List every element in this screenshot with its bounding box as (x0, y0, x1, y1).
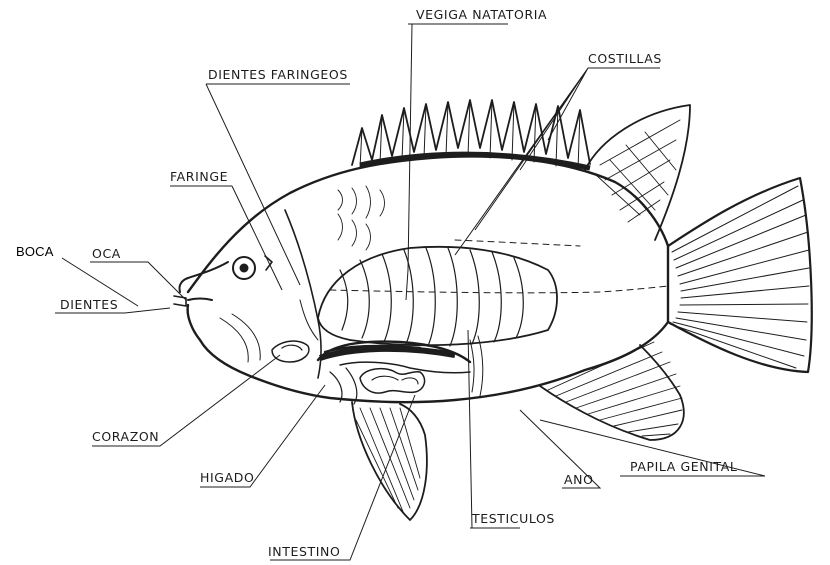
fish-body (174, 156, 668, 402)
swim-bladder (318, 247, 557, 346)
heart (272, 341, 309, 362)
label-boca: BOCA (16, 244, 54, 259)
label-intestino: INTESTINO (268, 544, 340, 559)
label-ano: ANO (564, 472, 594, 487)
caudal-fin (668, 178, 812, 372)
viscera (220, 300, 483, 404)
label-costillas: COSTILLAS (588, 51, 662, 66)
label-vegiga-natatoria: VEGIGA NATATORIA (416, 7, 547, 22)
label-faringe: FARINGE (170, 169, 228, 184)
label-dientes: DIENTES (60, 297, 118, 312)
label-corazon: CORAZON (92, 429, 159, 444)
label-dientes-faringeos: DIENTES FARINGEOS (208, 67, 348, 82)
label-testiculos: TESTICULOS (471, 511, 555, 526)
label-oca: OCA (92, 246, 121, 261)
label-papila-genital: PAPILA GENITAL (630, 459, 738, 474)
label-higado: HIGADO (200, 470, 254, 485)
dorsal-fin (352, 100, 690, 240)
